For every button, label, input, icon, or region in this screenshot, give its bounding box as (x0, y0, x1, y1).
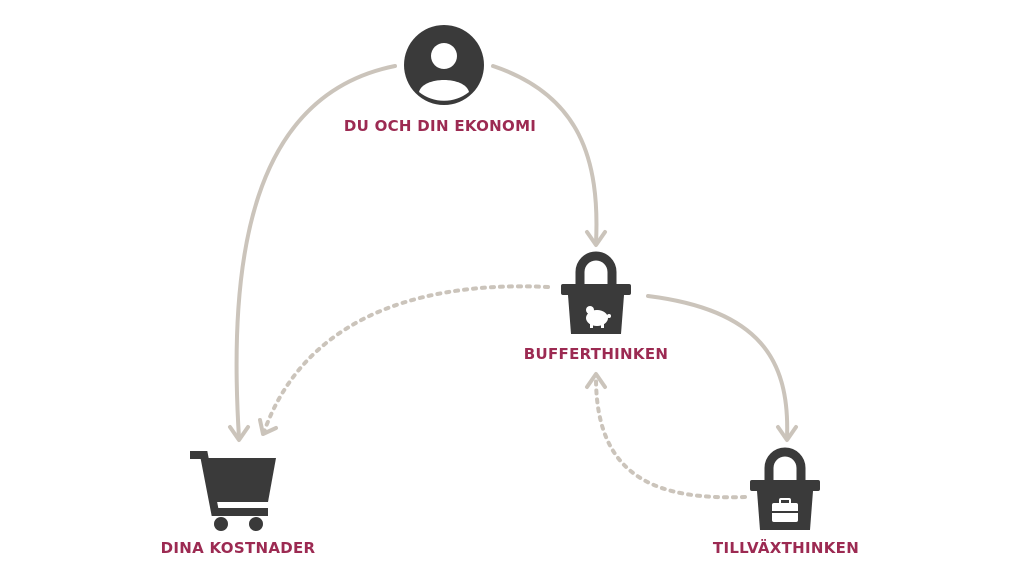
edge-buffer-to-growth (646, 294, 798, 442)
node-label-buffer: BUFFERTHINKEN (523, 345, 669, 363)
user-avatar-icon (404, 25, 484, 105)
node-label-costs: DINA KOSTNADER (160, 539, 316, 557)
node-label-growth: TILLVÄXTHINKEN (712, 539, 860, 557)
edge-you-to-buffer (491, 64, 607, 247)
node-label-you: DU OCH DIN EKONOMI (343, 117, 537, 135)
edge-buffer-to-costs (258, 284, 550, 436)
edge-growth-to-buffer (585, 372, 747, 500)
bucket-briefcase-icon (750, 447, 820, 530)
bucket-piggy-bank-icon (561, 251, 631, 334)
shopping-cart-icon (190, 451, 276, 531)
briefcase-icon (772, 498, 798, 522)
edge-you-to-costs (228, 64, 397, 442)
piggy-bank-icon (586, 306, 611, 328)
